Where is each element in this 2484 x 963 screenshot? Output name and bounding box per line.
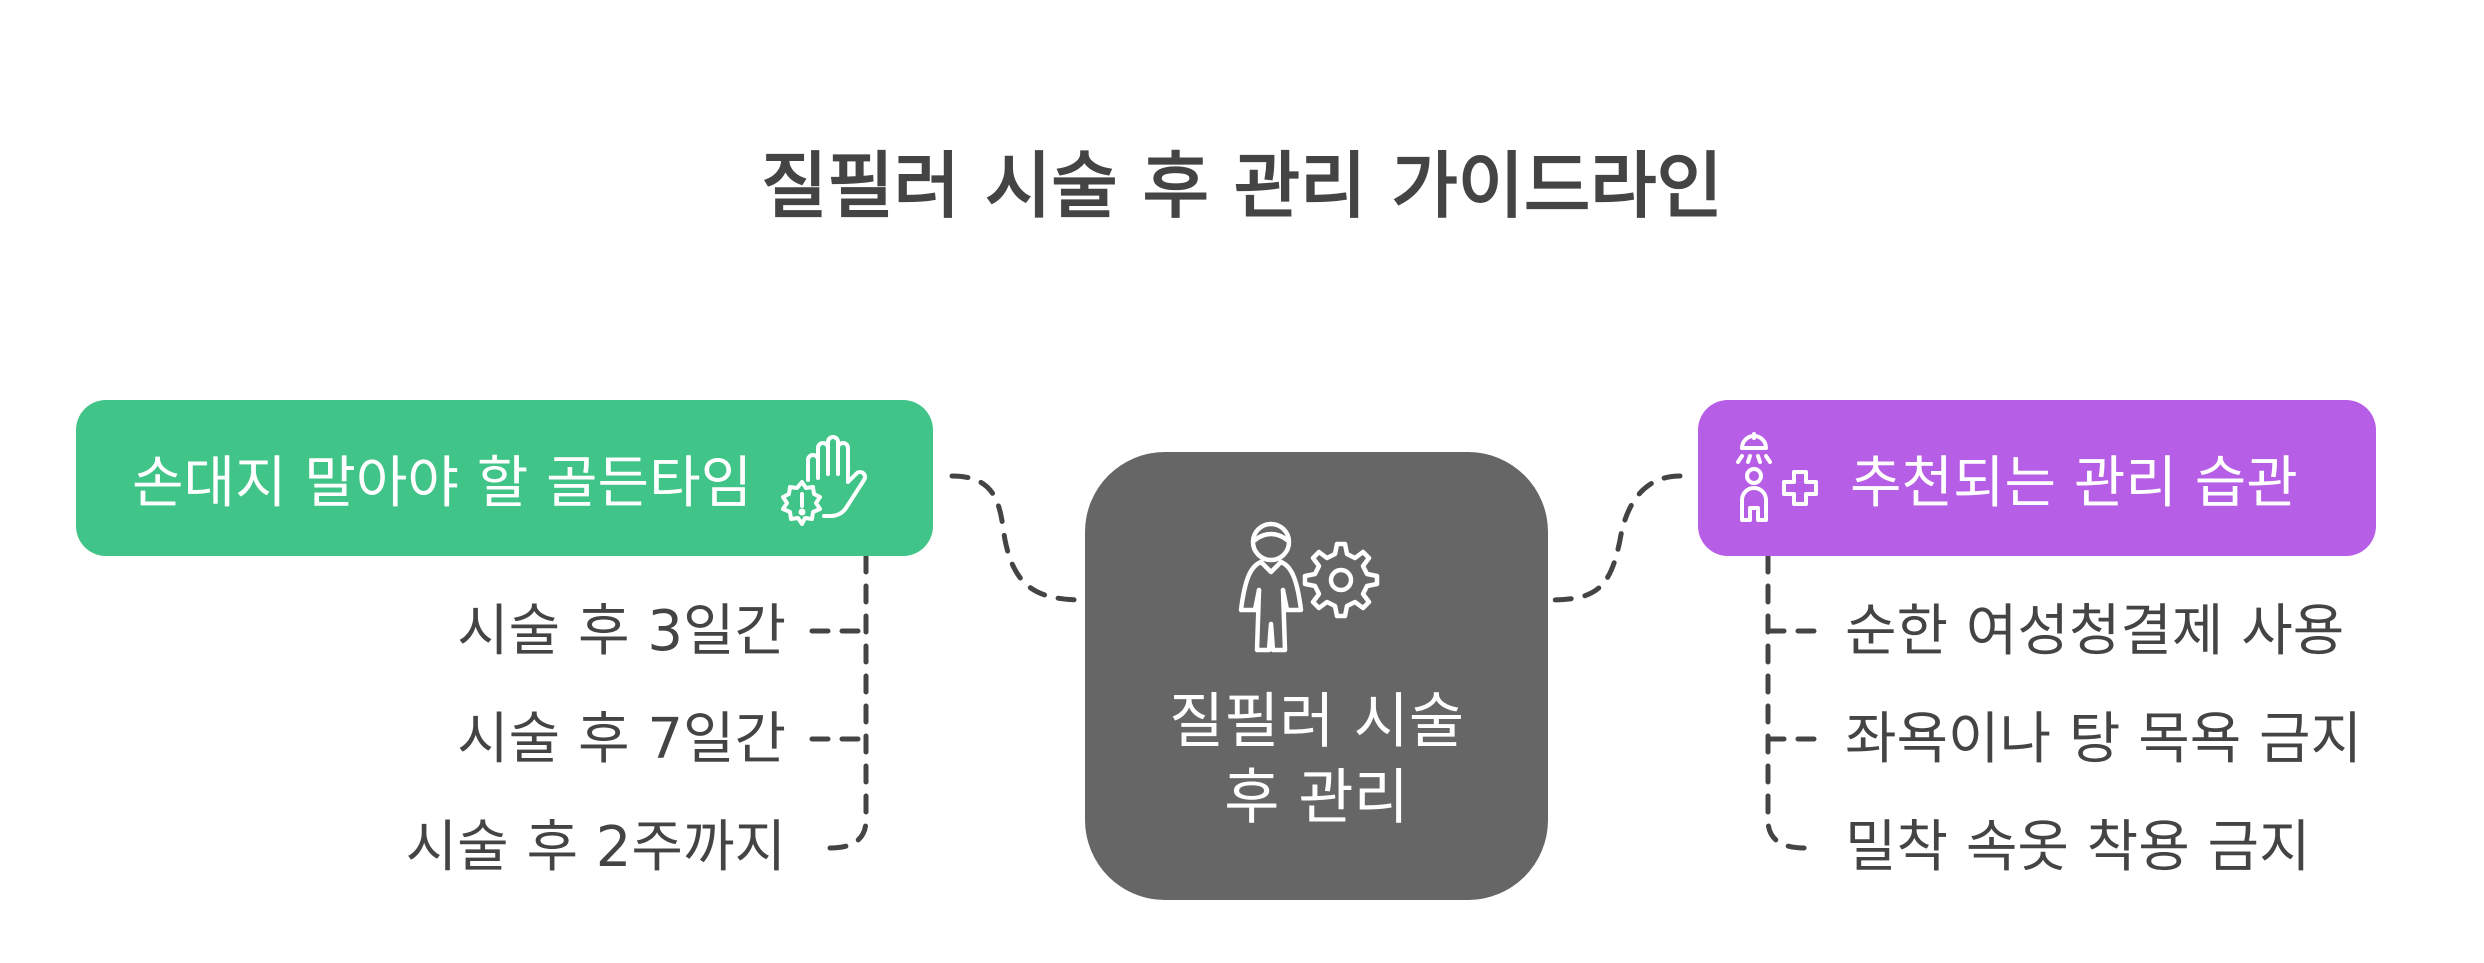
- left-branch-pill: 손대지 말아야 할 골든타임: [76, 400, 933, 556]
- diagram-title: 질필러 시술 후 관리 가이드라인: [761, 144, 1723, 228]
- right-item-1: 순한 여성청결제 사용: [1845, 599, 2345, 664]
- right-branch-label: 추천되는 관리 습관: [1850, 450, 2298, 516]
- shower-health-icon: [1736, 432, 1818, 522]
- left-item-2: 시술 후 7일간: [457, 707, 786, 772]
- connector-right-center: [1545, 473, 1683, 603]
- right-branch-pill: 추천되는 관리 습관: [1698, 400, 2376, 556]
- connector-right-trunk: [1765, 553, 1808, 851]
- center-label: 질필러 시술 후 관리: [1085, 684, 1548, 836]
- center-node: 질필러 시술 후 관리: [1085, 452, 1548, 900]
- right-item-3: 밀착 속옷 착용 금지: [1845, 815, 2311, 880]
- connector-left-center: [949, 473, 1088, 603]
- stop-hand-warning-icon: [781, 435, 868, 526]
- connector-left-trunk: [827, 553, 869, 851]
- left-item-1: 시술 후 3일간: [457, 599, 786, 664]
- left-branch-label: 손대지 말아야 할 골든타임: [132, 450, 753, 516]
- left-item-3: 시술 후 2주까지: [405, 815, 786, 880]
- person-gear-icon: [1238, 521, 1380, 653]
- center-label-line2: 후 관리: [1224, 763, 1409, 833]
- right-item-2: 좌욕이나 탕 목욕 금지: [1845, 707, 2363, 772]
- center-label-line1: 질필러 시술: [1168, 687, 1465, 757]
